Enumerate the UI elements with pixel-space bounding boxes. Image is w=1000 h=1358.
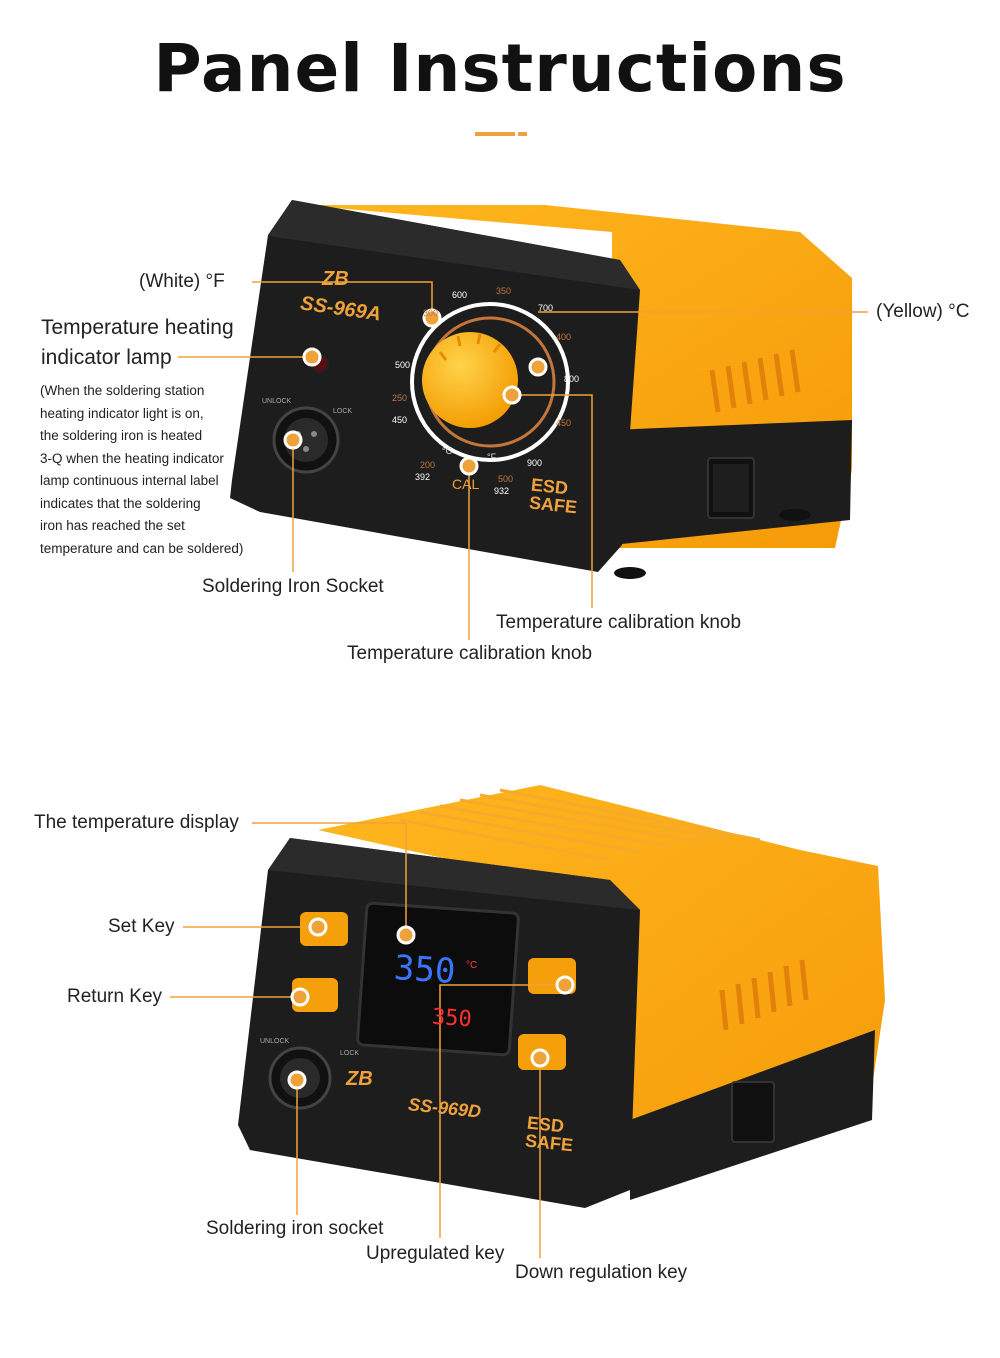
unit-c: °C — [442, 446, 453, 456]
label-white-f: (White) °F — [139, 271, 225, 292]
unlock-label: UNLOCK — [262, 398, 292, 405]
note-line: indicates that the soldering — [40, 495, 201, 511]
label-iron-socket: Soldering Iron Socket — [202, 576, 384, 597]
unlock-label-bottom: UNLOCK — [260, 1038, 290, 1045]
note-line: 3-Q when the heating indicator — [40, 450, 224, 466]
lock-label-bottom: LOCK — [340, 1050, 360, 1057]
display-unit: °C — [466, 960, 478, 971]
note-line: the soldering iron is heated — [40, 428, 203, 443]
dial-num: 700 — [538, 303, 554, 313]
label-down-key: Down regulation key — [515, 1262, 688, 1283]
heating-lamp-note: (When the soldering station heating indi… — [40, 380, 244, 560]
dial-num: 450 — [392, 415, 408, 425]
dial-num: 200 — [420, 460, 436, 470]
cal-label: CAL — [452, 476, 480, 492]
dial-num: 500 — [395, 360, 411, 370]
label-set-key: Set Key — [108, 916, 175, 937]
unit-f: °F — [487, 452, 497, 462]
label-calibration-knob-2: Temperature calibration knob — [347, 643, 593, 664]
page-title: Panel Instructions — [153, 30, 847, 107]
label-up-key: Upregulated key — [366, 1243, 505, 1264]
station-969a-illustration — [178, 200, 868, 640]
label-temp-display: The temperature display — [34, 812, 239, 833]
dial-num: 450 — [556, 418, 572, 428]
note-line: heating indicator light is on, — [40, 405, 204, 421]
dial-num: 300 — [423, 308, 439, 318]
lock-label: LOCK — [333, 408, 353, 415]
label-return-key: Return Key — [67, 986, 163, 1007]
note-line: iron has reached the set — [40, 518, 185, 533]
brand-logo: ZB — [322, 268, 349, 290]
label-heating-lamp: Temperature heating — [41, 316, 234, 339]
dial-num: 250 — [392, 393, 408, 403]
label-heating-lamp-2: indicator lamp — [41, 346, 172, 369]
dial-num: 932 — [494, 486, 510, 496]
brand-logo-bottom: ZB — [346, 1068, 373, 1090]
dial-num: 350 — [496, 286, 512, 296]
dial-num: 900 — [527, 458, 543, 468]
label-iron-socket-bottom: Soldering iron socket — [206, 1218, 384, 1239]
label-yellow-c: (Yellow) °C — [876, 301, 970, 322]
title-underline — [475, 132, 527, 136]
note-line: temperature and can be soldered) — [40, 540, 244, 556]
note-line: lamp continuous internal label — [40, 473, 219, 488]
dial-num: 500 — [498, 474, 514, 484]
note-line: (When the soldering station — [40, 383, 205, 398]
dial-num: 392 — [415, 472, 431, 482]
label-calibration-knob: Temperature calibration knob — [496, 612, 742, 633]
dial-num: 400 — [556, 332, 572, 342]
display-set-temp: 350 — [392, 947, 457, 993]
display-actual-temp: 350 — [431, 1004, 473, 1033]
dial-num: 800 — [564, 374, 580, 384]
dial-num: 600 — [452, 290, 468, 300]
